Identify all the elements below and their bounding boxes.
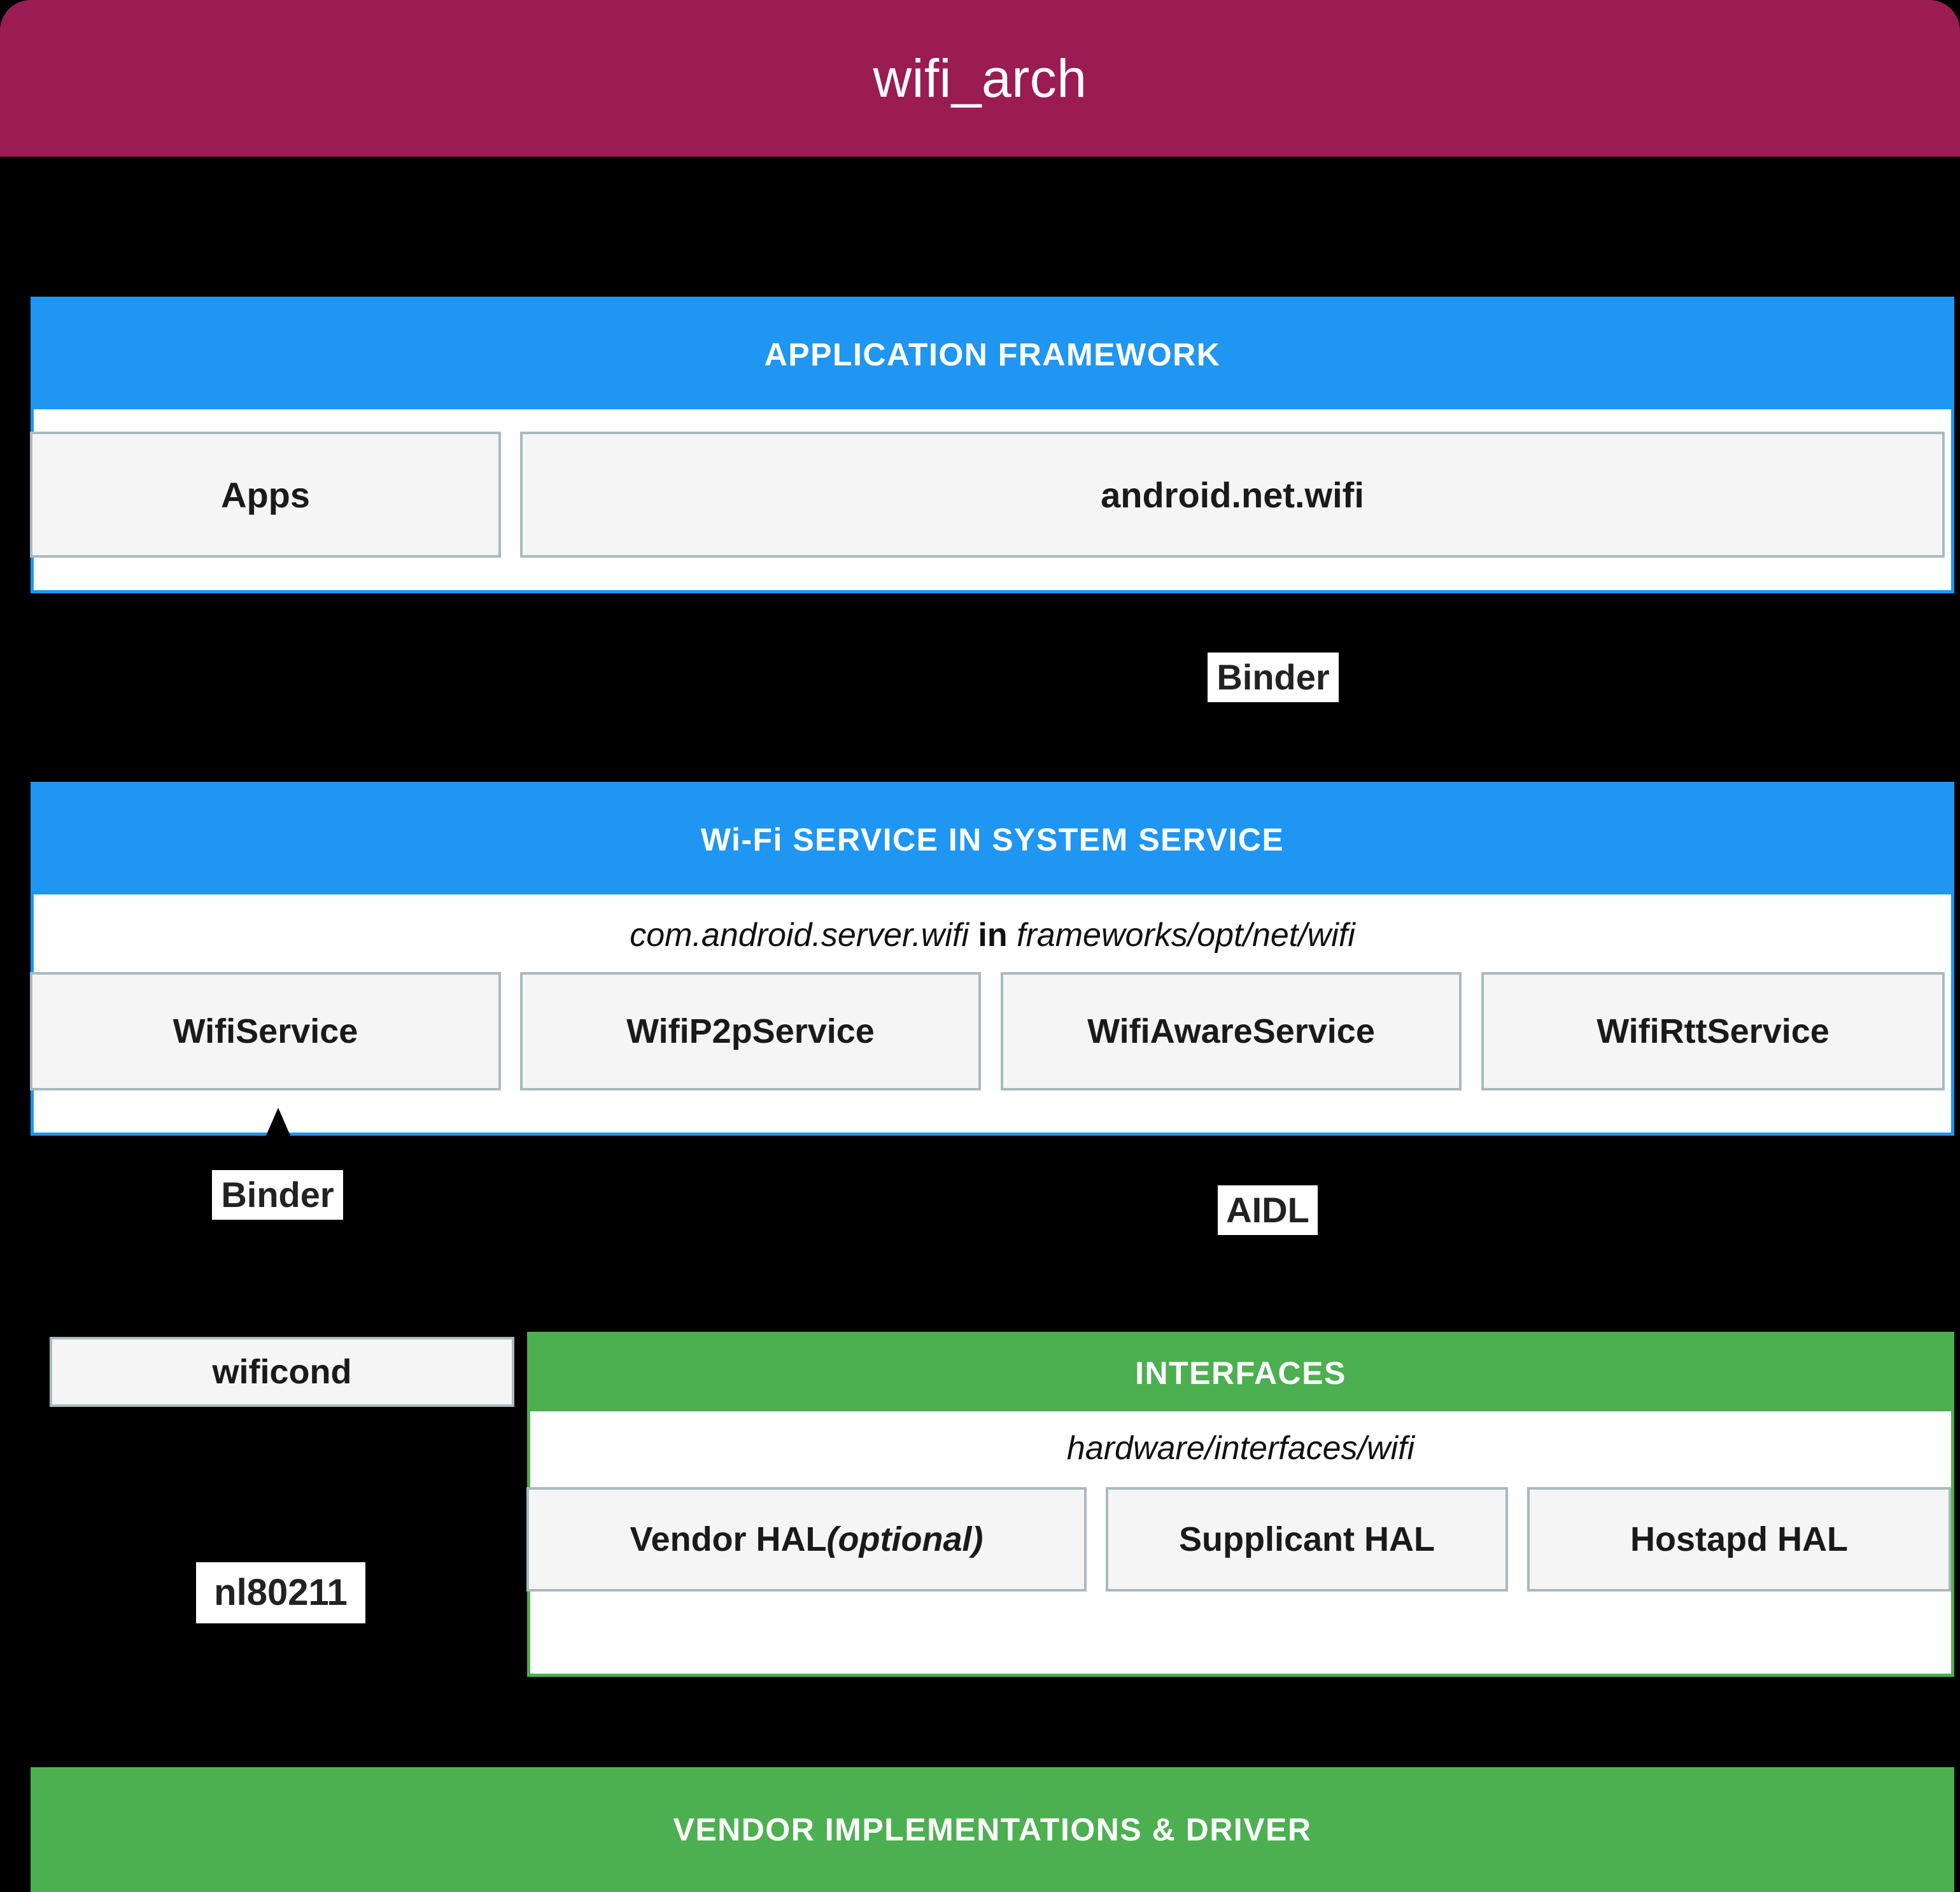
node-wificond-label: wificond: [212, 1353, 352, 1391]
node-wifiawareservice-label: WifiAwareService: [1087, 1012, 1375, 1050]
window-title-bar: wifi_arch: [0, 0, 1960, 157]
node-wifirttservice-label: WifiRttService: [1597, 1012, 1830, 1050]
node-android-net-wifi[interactable]: android.net.wifi: [520, 432, 1945, 558]
node-wifiservice-label: WifiService: [173, 1012, 358, 1050]
node-wifip2pservice[interactable]: WifiP2pService: [520, 972, 981, 1091]
edge-label-binder-framework: Binder: [1208, 653, 1339, 702]
edge-label-aidl-text: AIDL: [1226, 1190, 1309, 1230]
node-wifip2pservice-label: WifiP2pService: [626, 1012, 875, 1050]
wifi-service-header: Wi-Fi SERVICE IN SYSTEM SERVICE: [34, 785, 1951, 894]
application-framework-header: APPLICATION FRAMEWORK: [34, 300, 1951, 409]
edge-label-binder-wificond: Binder: [212, 1170, 343, 1220]
edge-label-binder-framework-text: Binder: [1216, 657, 1330, 697]
edge-label-binder-wificond-text: Binder: [221, 1175, 334, 1215]
node-vendor-hal[interactable]: Vendor HAL (optional): [526, 1487, 1087, 1592]
interfaces-path-caption: hardware/interfaces/wifi: [530, 1411, 1951, 1465]
node-apps-label: Apps: [221, 474, 310, 515]
wifi-service-path-label: frameworks/opt/net/wifi: [1017, 917, 1355, 954]
wifi-service-header-label: Wi-Fi SERVICE IN SYSTEM SERVICE: [700, 822, 1285, 858]
node-wifiservice[interactable]: WifiService: [30, 972, 501, 1091]
arrow-up-icon-binder-wificond: [265, 1108, 291, 1137]
node-android-net-wifi-label: android.net.wifi: [1101, 474, 1364, 515]
connector-interfaces-to-vendor: [1272, 1677, 1275, 1767]
node-wifirttservice[interactable]: WifiRttService: [1481, 972, 1945, 1091]
edge-label-nl80211: nl80211: [196, 1562, 365, 1623]
vendor-implementations-label: VENDOR IMPLEMENTATIONS & DRIVER: [673, 1812, 1312, 1847]
wifi-service-caption-connector: in: [978, 917, 1008, 954]
edge-label-aidl: AIDL: [1218, 1185, 1318, 1235]
application-framework-header-label: APPLICATION FRAMEWORK: [764, 337, 1221, 372]
layer-vendor-implementations: VENDOR IMPLEMENTATIONS & DRIVER: [31, 1767, 1954, 1892]
node-apps[interactable]: Apps: [30, 432, 501, 558]
interfaces-body: hardware/interfaces/wifi Vendor HAL (opt…: [526, 1411, 1951, 1674]
interfaces-path-label: hardware/interfaces/wifi: [1066, 1430, 1415, 1467]
layer-application-framework: APPLICATION FRAMEWORK Apps android.net.w…: [30, 297, 1954, 593]
wifi-service-path-caption: com.android.server.wifi in frameworks/op…: [34, 894, 1951, 952]
application-framework-body: Apps android.net.wifi: [30, 409, 1951, 591]
layer-wifi-service: Wi-Fi SERVICE IN SYSTEM SERVICE com.andr…: [30, 782, 1954, 1136]
wifi-service-package-label: com.android.server.wifi: [630, 917, 969, 954]
page-title: wifi_arch: [873, 48, 1087, 108]
node-wifiawareservice[interactable]: WifiAwareService: [1001, 972, 1462, 1091]
node-supplicant-hal-label: Supplicant HAL: [1179, 1520, 1435, 1558]
layer-interfaces: INTERFACES hardware/interfaces/wifi Vend…: [526, 1332, 1954, 1677]
node-supplicant-hal[interactable]: Supplicant HAL: [1106, 1487, 1508, 1592]
node-hostapd-hal-label: Hostapd HAL: [1630, 1520, 1848, 1558]
edge-label-nl80211-text: nl80211: [214, 1572, 348, 1613]
interfaces-header: INTERFACES: [530, 1335, 1951, 1411]
node-hostapd-hal[interactable]: Hostapd HAL: [1527, 1487, 1951, 1592]
node-vendor-hal-optional: (optional): [826, 1520, 984, 1558]
interfaces-header-label: INTERFACES: [1135, 1355, 1346, 1391]
wifi-service-body: com.android.server.wifi in frameworks/op…: [30, 894, 1951, 1134]
node-wificond[interactable]: wificond: [50, 1337, 514, 1407]
node-vendor-hal-label: Vendor HAL: [630, 1520, 827, 1558]
